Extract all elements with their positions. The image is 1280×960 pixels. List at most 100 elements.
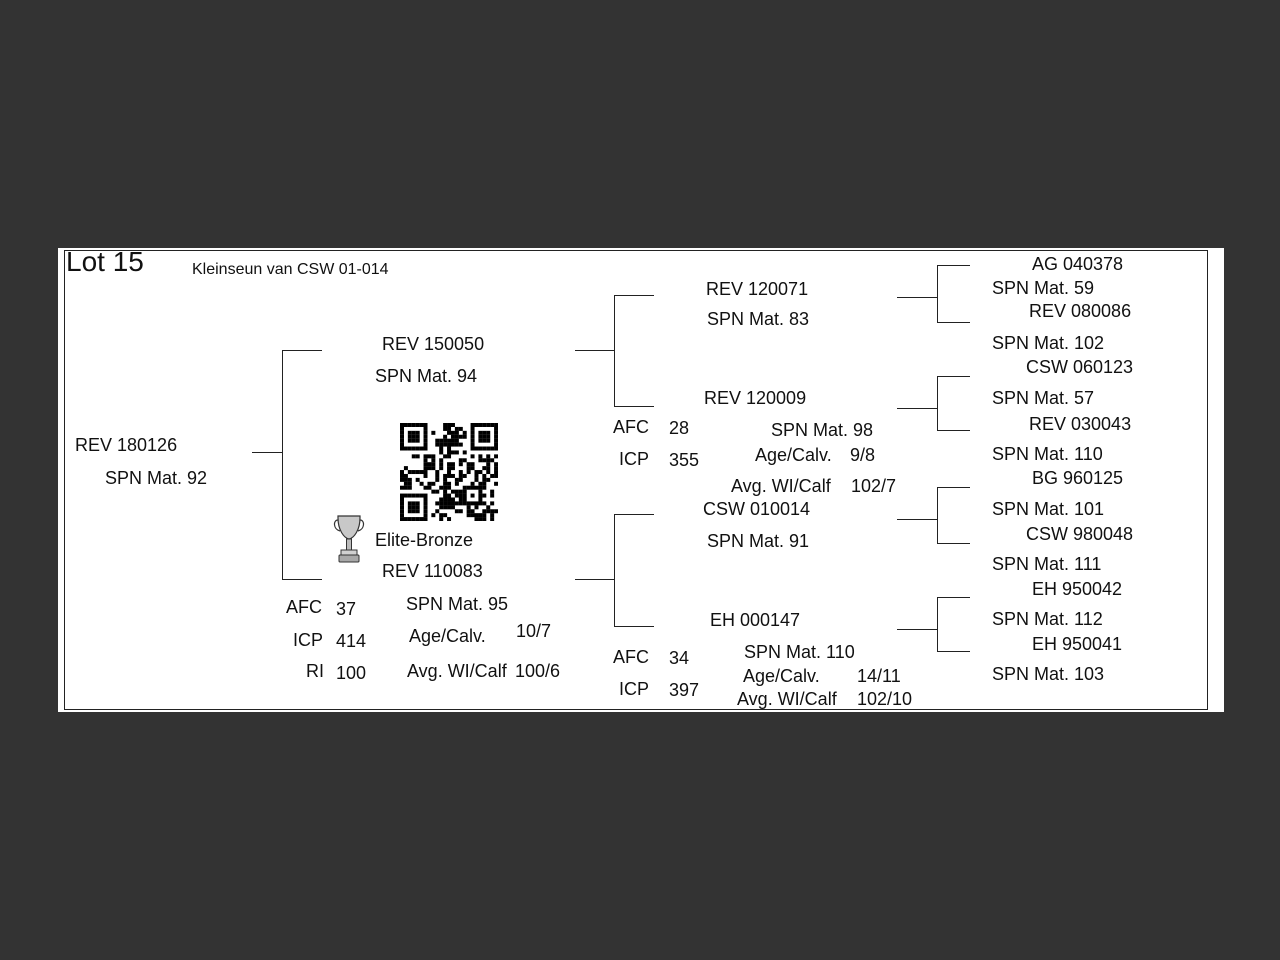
qr-module <box>447 517 452 521</box>
qr-module <box>439 501 444 506</box>
qr-module <box>470 423 475 427</box>
qr-module <box>470 454 475 459</box>
qr-module <box>443 434 448 439</box>
connector <box>575 350 614 351</box>
qr-module <box>478 485 483 490</box>
qr-module <box>478 434 483 439</box>
ggp-id: REV 030043 <box>1029 414 1132 434</box>
qr-module <box>478 481 483 486</box>
dam-sire-spn: SPN Mat. 91 <box>707 531 810 551</box>
dam-dam-icp-label: ICP <box>619 679 650 699</box>
qr-module <box>478 493 483 498</box>
qr-module <box>486 505 491 510</box>
qr-module <box>450 466 455 471</box>
qr-module <box>415 446 420 451</box>
qr-module <box>400 509 404 514</box>
dam-dam-afc-value: 34 <box>669 648 690 668</box>
qr-module <box>439 450 444 455</box>
qr-module <box>403 473 408 478</box>
dam-avg-wi-label: Avg. WI/Calf <box>407 661 507 681</box>
qr-module <box>458 442 463 447</box>
connector <box>252 452 282 453</box>
dam-age-calv-label: Age/Calv. <box>409 626 486 646</box>
qr-module <box>454 493 459 498</box>
qr-module <box>411 509 416 514</box>
qr-module <box>411 446 416 451</box>
qr-module <box>474 470 479 475</box>
qr-module <box>407 501 412 506</box>
qr-module <box>439 458 444 463</box>
qr-module <box>494 454 498 459</box>
qr-module <box>447 446 452 451</box>
qr-module <box>411 438 416 443</box>
qr-module <box>447 426 452 431</box>
connector <box>897 629 937 630</box>
qr-module <box>400 493 404 498</box>
qr-module <box>415 509 420 514</box>
connector <box>937 376 970 377</box>
qr-module <box>490 423 495 427</box>
qr-module <box>494 466 498 471</box>
qr-module <box>466 485 471 490</box>
dam-dam-icp-value: 397 <box>669 680 700 700</box>
qr-module <box>458 462 463 467</box>
qr-module <box>447 423 452 427</box>
qr-module <box>478 501 483 506</box>
qr-module <box>462 497 467 502</box>
qr-module <box>454 438 459 443</box>
qr-module <box>466 505 471 510</box>
qr-module <box>490 458 495 463</box>
qr-module <box>466 513 471 518</box>
qr-module <box>435 473 440 478</box>
qr-module <box>400 438 404 443</box>
connector <box>614 406 654 407</box>
connector <box>897 408 937 409</box>
qr-module <box>454 509 459 514</box>
qr-module <box>435 501 440 506</box>
qr-module <box>450 438 455 443</box>
qr-module <box>482 513 487 518</box>
qr-module <box>462 493 467 498</box>
qr-module <box>403 446 408 451</box>
connector <box>937 543 970 544</box>
connector <box>897 519 937 520</box>
qr-module <box>423 458 428 463</box>
qr-module <box>470 509 475 514</box>
qr-module <box>439 438 444 443</box>
qr-module <box>431 430 436 435</box>
qr-module <box>400 485 404 490</box>
qr-module <box>447 473 452 478</box>
dam-age-calv-value: 10/7 <box>516 621 552 641</box>
qr-module <box>400 473 404 478</box>
qr-module <box>454 477 459 482</box>
qr-module <box>439 505 444 510</box>
qr-module <box>443 501 448 506</box>
qr-module <box>427 485 432 490</box>
qr-module <box>486 430 491 435</box>
qr-module <box>454 481 459 486</box>
qr-module <box>419 481 424 486</box>
qr-module <box>411 434 416 439</box>
qr-module <box>423 454 428 459</box>
dam-sire-id: CSW 010014 <box>703 499 811 519</box>
qr-module <box>407 505 412 510</box>
dam-icp-value: 414 <box>336 631 367 651</box>
qr-module <box>478 454 483 459</box>
qr-module <box>423 423 428 427</box>
qr-module <box>423 470 428 475</box>
qr-module <box>470 430 475 435</box>
qr-module <box>470 513 475 518</box>
qr-module <box>470 462 475 467</box>
qr-module <box>494 430 498 435</box>
qr-module <box>439 517 444 521</box>
qr-module <box>443 497 448 502</box>
qr-module <box>407 423 412 427</box>
qr-module <box>423 513 428 518</box>
qr-module <box>462 430 467 435</box>
qr-module <box>474 446 479 451</box>
qr-module <box>482 485 487 490</box>
qr-module <box>458 458 463 463</box>
qr-module <box>427 454 432 459</box>
dam-dam-id: EH 000147 <box>710 610 801 630</box>
qr-module <box>490 446 495 451</box>
